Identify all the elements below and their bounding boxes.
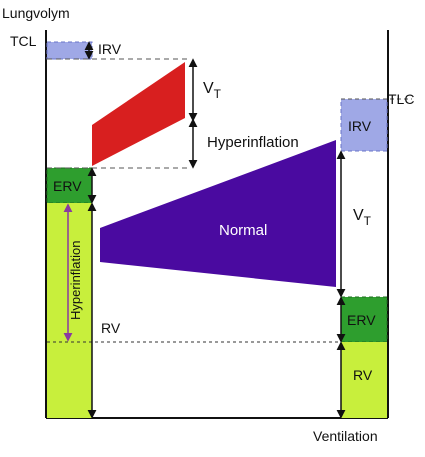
left-vt-main: V	[203, 80, 214, 97]
right-rv-block	[341, 342, 387, 418]
left-hyperinflation-vertical-label: Hyperinflation	[68, 241, 83, 321]
hyperinflation-label: Hyperinflation	[207, 134, 299, 151]
tlc-label: TLC	[388, 91, 414, 107]
right-vt-label: VT	[353, 207, 372, 228]
x-axis-label: Ventilation	[313, 428, 378, 444]
left-erv-label: ERV	[53, 178, 82, 194]
normal-tidal-band	[100, 140, 336, 287]
left-irv-label: IRV	[98, 41, 122, 57]
hyperinflation-tidal-band	[92, 62, 185, 166]
tcl-label: TCL	[10, 33, 37, 49]
right-vt-sub: T	[364, 214, 372, 228]
left-irv-block	[46, 41, 93, 60]
y-axis-label: Lungvolym	[2, 5, 70, 21]
left-vt-sub: T	[214, 87, 222, 101]
right-irv-label: IRV	[348, 118, 372, 134]
right-irv-block	[340, 98, 388, 152]
normal-label: Normal	[219, 222, 267, 239]
left-vt-label: VT	[203, 80, 222, 101]
right-rv-label: RV	[353, 367, 373, 383]
left-erv-block	[46, 167, 93, 204]
right-vt-main: V	[353, 207, 364, 224]
right-erv-block	[340, 296, 388, 343]
right-erv-label: ERV	[347, 312, 376, 328]
left-rv-label: RV	[101, 320, 121, 336]
